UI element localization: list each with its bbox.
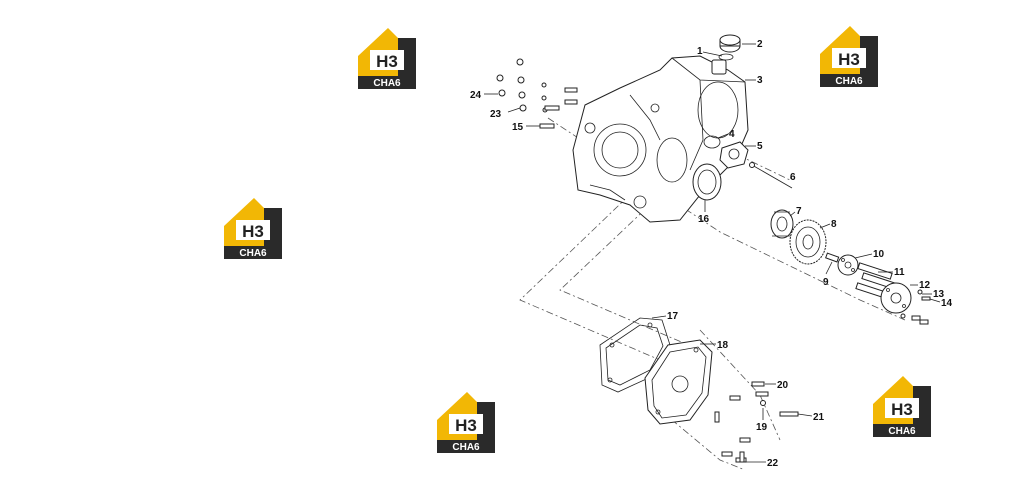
callout-15: 15 xyxy=(512,122,524,133)
watermark-logo: H3 CHA6 xyxy=(873,376,931,437)
callout-4: 4 xyxy=(729,129,735,140)
callout-14: 14 xyxy=(941,298,953,309)
nuts-and-studs xyxy=(496,58,578,129)
callout-16: 16 xyxy=(698,214,710,225)
large-gear xyxy=(789,219,827,265)
thrust-washer xyxy=(837,254,859,276)
callout-17: 17 xyxy=(667,311,679,322)
callout-13: 13 xyxy=(933,289,945,300)
oil-seal xyxy=(692,163,722,201)
screws-small xyxy=(900,289,931,325)
logo-caption: CHA6 xyxy=(835,76,863,87)
callout-labels: 1 2 3 4 5 6 7 8 9 10 11 12 13 14 15 16 1… xyxy=(470,39,953,469)
small-gear xyxy=(770,209,794,239)
callout-11: 11 xyxy=(894,267,905,278)
callout-19: 19 xyxy=(756,422,768,433)
gear-housing xyxy=(572,55,749,223)
cover-plug xyxy=(719,141,749,169)
rear-cover xyxy=(644,339,713,425)
logo-caption: CHA6 xyxy=(452,442,480,453)
logo-letters: H3 xyxy=(891,400,913,419)
callout-1: 1 xyxy=(697,46,703,57)
leader-lines xyxy=(484,43,941,463)
callout-8: 8 xyxy=(831,219,837,230)
callout-5: 5 xyxy=(757,141,763,152)
callout-10: 10 xyxy=(873,249,885,260)
callout-21: 21 xyxy=(813,412,825,423)
logo-letters: H3 xyxy=(376,52,398,71)
long-bolt xyxy=(749,162,793,189)
dowel-pin xyxy=(825,252,840,263)
logo-caption: CHA6 xyxy=(239,248,267,259)
callout-12: 12 xyxy=(919,280,931,291)
callout-7: 7 xyxy=(796,206,802,217)
filler-cap xyxy=(719,34,741,53)
alignment-lines xyxy=(519,117,906,471)
callout-20: 20 xyxy=(777,380,789,391)
callout-9: 9 xyxy=(823,277,829,288)
end-cover-plate xyxy=(880,282,912,314)
logo-letters: H3 xyxy=(455,416,477,435)
callout-22: 22 xyxy=(767,458,779,469)
cover-bolts xyxy=(714,381,799,463)
logo-caption: CHA6 xyxy=(373,78,401,89)
logo-caption: CHA6 xyxy=(888,426,916,437)
callout-2: 2 xyxy=(757,39,763,50)
seal-ring xyxy=(703,135,721,149)
logo-letters: H3 xyxy=(242,222,264,241)
callout-18: 18 xyxy=(717,340,729,351)
o-ring xyxy=(718,53,734,61)
callout-6: 6 xyxy=(790,172,796,183)
watermark-logo: H3 CHA6 xyxy=(437,392,495,453)
watermark-logo: H3 CHA6 xyxy=(224,198,282,259)
logo-letters: H3 xyxy=(838,50,860,69)
callout-24: 24 xyxy=(470,90,482,101)
watermark-logo: H3 CHA6 xyxy=(358,28,416,89)
callout-23: 23 xyxy=(490,109,502,120)
callout-3: 3 xyxy=(757,75,763,86)
watermark-logo: H3 CHA6 xyxy=(820,26,878,87)
